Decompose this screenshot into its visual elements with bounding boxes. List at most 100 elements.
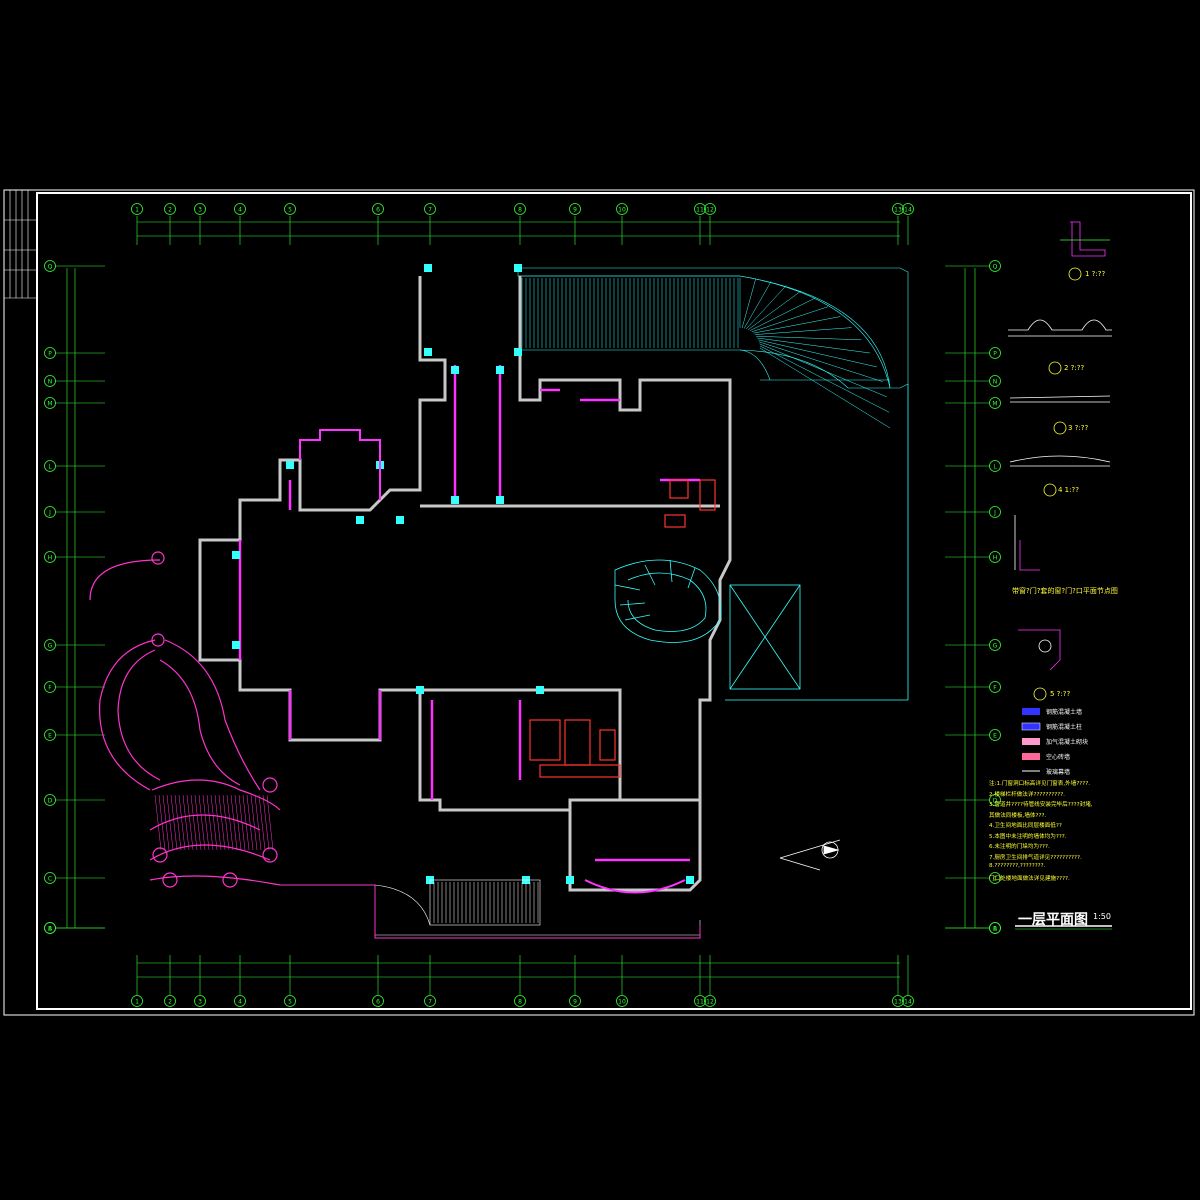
- column: [424, 348, 432, 356]
- design-note: 7.厨房卫生间排气道详见??????????.: [989, 854, 1082, 861]
- axis-bubble-right-E: [989, 729, 1001, 741]
- axis-bubble-7: [424, 995, 436, 1007]
- axis-number: 1: [135, 207, 139, 214]
- axis-letter: G: [993, 643, 998, 650]
- detail-3: [1009, 395, 1111, 435]
- axis-bubble-13: [892, 203, 904, 215]
- axis-bubble-9: [569, 203, 581, 215]
- axis-number: 9: [573, 999, 577, 1006]
- axis-letter: L: [993, 464, 997, 471]
- design-note: 4.卫生间地面比同层楼面低??: [989, 823, 1062, 829]
- kitchen-fixtures: [529, 479, 716, 778]
- axis-bubble-right-J: [989, 506, 1001, 518]
- axis-letter: Q: [993, 264, 998, 271]
- axis-letter: J: [993, 510, 996, 517]
- detail-1: [1060, 221, 1110, 281]
- axis-bubble-12: [704, 995, 716, 1007]
- garden-stair-treads: [154, 794, 274, 851]
- south-stair-treads: [433, 882, 539, 923]
- axis-letter: E: [993, 733, 997, 740]
- axis-bubble-8: [514, 203, 526, 215]
- axis-bubble-left-J: [44, 506, 56, 518]
- axis-letter: C: [48, 876, 52, 883]
- axis-number: 4: [238, 207, 242, 214]
- curved-stair-middle: [614, 559, 722, 643]
- axis-letter: A: [48, 926, 53, 933]
- axis-number: 8: [518, 207, 522, 214]
- inner-frame: [36, 192, 1192, 1010]
- axis-letter: B: [48, 926, 52, 933]
- axis-number: 7: [428, 207, 432, 214]
- axis-bubble-12: [704, 203, 716, 215]
- axis-letter: E: [48, 733, 52, 740]
- axis-bubble-left-D: [44, 794, 56, 806]
- design-note: 6.未注明的门垛均为???.: [989, 844, 1050, 850]
- axis-grid: [55, 216, 990, 995]
- garden-railing: [89, 551, 281, 888]
- column: [566, 876, 574, 884]
- legend-swatches: [1021, 708, 1041, 772]
- axis-letter: Q: [48, 264, 53, 271]
- axis-number: 13: [894, 999, 902, 1006]
- axis-bubble-4: [234, 995, 246, 1007]
- axis-number: 2: [168, 207, 172, 214]
- left-title-strip: [4, 190, 37, 299]
- axis-letter: P: [993, 351, 997, 358]
- axis-letter: F: [48, 685, 52, 692]
- axis-bubble-left-H: [44, 551, 56, 563]
- axis-bubble-right-G: [989, 639, 1001, 651]
- detail-2: [1008, 319, 1112, 375]
- axis-number: 14: [904, 999, 912, 1006]
- axis-bubble-10: [616, 995, 628, 1007]
- axis-bubble-1: [131, 995, 143, 1007]
- detail-3-label: 3 ?:??: [1068, 424, 1089, 432]
- axis-number: 13: [894, 207, 902, 214]
- stair-treads-top: [521, 278, 891, 429]
- axis-number: 3: [198, 207, 202, 214]
- column: [514, 264, 522, 272]
- axis-bubble-left-F: [44, 681, 56, 693]
- building-walls: [198, 276, 732, 892]
- axis-letter: J: [48, 510, 51, 517]
- axis-letter: N: [48, 379, 53, 386]
- axis-number: 10: [618, 207, 626, 214]
- axis-bubble-11: [694, 995, 706, 1007]
- column: [356, 516, 364, 524]
- axis-bubble-right-A: [989, 922, 1001, 934]
- axis-number: 12: [706, 999, 714, 1006]
- axis-letter: N: [993, 379, 998, 386]
- design-note: 门口处楼地面做法详见建施????.: [989, 875, 1070, 882]
- axis-bubble-right-L: [989, 460, 1001, 472]
- axis-bubble-9: [569, 995, 581, 1007]
- axis-bubble-3: [194, 995, 206, 1007]
- legend-item: 钢筋混凝土柱: [1046, 724, 1083, 731]
- structural-columns: [232, 264, 694, 884]
- axis-bubble-right-H: [989, 551, 1001, 563]
- legend-item: 玻璃幕墙: [1046, 769, 1071, 776]
- axis-bubble-6: [372, 203, 384, 215]
- axis-bubble-6: [372, 995, 384, 1007]
- axis-number: 2: [168, 999, 172, 1006]
- axis-letter: H: [993, 555, 998, 562]
- axis-letter: H: [48, 555, 53, 562]
- partition-walls: [238, 365, 700, 862]
- column: [686, 876, 694, 884]
- axis-bubble-11: [694, 203, 706, 215]
- column: [232, 551, 240, 559]
- legend-item: 空心砖墙: [1046, 754, 1071, 761]
- axis-bubble-right-P: [989, 347, 1001, 359]
- east-terrace-outline: [725, 384, 909, 701]
- axis-number: 8: [518, 999, 522, 1006]
- axis-number: 9: [573, 207, 577, 214]
- axis-bubble-right-Q: [989, 260, 1001, 272]
- axis-bubble-left-Q: [44, 260, 56, 272]
- axis-bubble-right-F: [989, 681, 1001, 693]
- detail-5: [1014, 515, 1061, 701]
- design-note: 其做法同楼板,墙体???.: [989, 812, 1047, 819]
- axis-number: 5: [288, 999, 292, 1006]
- axis-bubble-7: [424, 203, 436, 215]
- axis-bubble-2: [164, 203, 176, 215]
- column: [514, 348, 522, 356]
- axis-bubble-8: [514, 995, 526, 1007]
